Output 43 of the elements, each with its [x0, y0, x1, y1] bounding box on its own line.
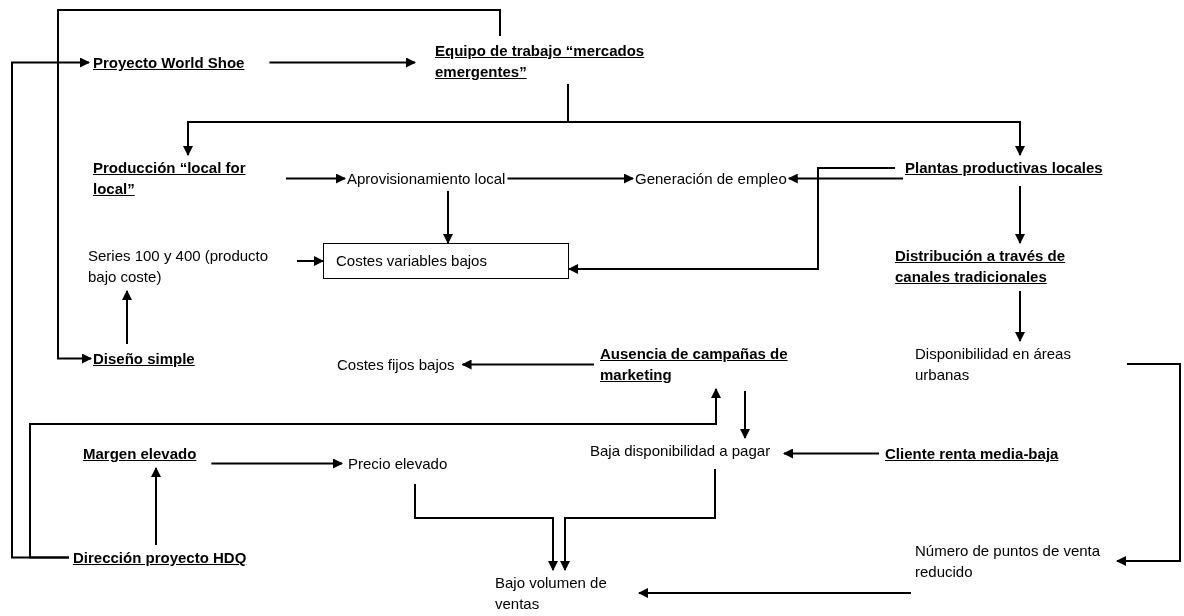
node-label: Disponibilidad en áreas urbanas — [915, 343, 1115, 385]
arrow — [443, 190, 453, 244]
node-label: Distribución a través de canales tradicionales — [895, 245, 1120, 287]
node-label: Costes fijos bajos — [337, 354, 455, 375]
node-label: Aprovisionamiento local — [347, 168, 506, 189]
process-box: Costes variables bajos — [323, 243, 569, 279]
arrow — [414, 483, 558, 571]
arrow — [1015, 290, 1025, 342]
arrow — [151, 467, 161, 546]
arrow — [296, 256, 324, 266]
arrow — [567, 83, 1025, 156]
node-label: Series 100 y 400 (producto bajo coste) — [88, 245, 293, 287]
arrow — [210, 458, 343, 469]
node-label: Generación de empleo — [635, 168, 787, 189]
node-label: Margen elevado — [83, 443, 197, 464]
arrow — [285, 173, 346, 184]
arrow — [11, 57, 90, 559]
node-label: Bajo volumen de ventas — [495, 572, 635, 614]
node-label: Baja disponibilidad a pagar — [590, 440, 780, 461]
node-label: Dirección proyecto HDQ — [73, 547, 278, 568]
node-label: Equipo de trabajo “mercados emergentes” — [435, 40, 680, 82]
arrow — [1116, 363, 1181, 566]
arrow — [268, 57, 416, 68]
node-label: Producción “local for local” — [93, 157, 278, 199]
arrow — [122, 290, 132, 345]
node-label: Número de puntos de venta reducido — [915, 540, 1105, 582]
arrow — [461, 359, 595, 370]
arrow — [506, 173, 634, 184]
node-label: Plantas productivas locales — [905, 157, 1115, 178]
arrow — [57, 9, 501, 364]
arrow — [568, 167, 896, 274]
arrow — [560, 468, 716, 571]
arrow — [1015, 185, 1025, 244]
node-label: Ausencia de campañas de marketing — [600, 343, 825, 385]
arrow — [29, 388, 721, 559]
arrow — [740, 390, 750, 439]
arrow — [787, 173, 904, 184]
arrow — [638, 588, 912, 598]
node-label: Cliente renta media-baja — [885, 443, 1059, 464]
node-label: Precio elevado — [348, 453, 448, 474]
node-label: Proyecto World Shoe — [93, 52, 245, 73]
node-label: Diseño simple — [93, 348, 195, 369]
arrow — [783, 448, 880, 459]
